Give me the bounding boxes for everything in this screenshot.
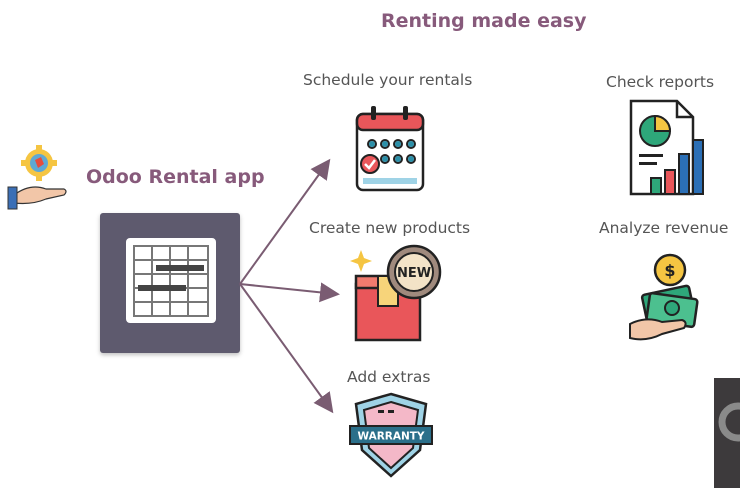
feature-label-schedule: Schedule your rentals — [303, 71, 473, 89]
rental-grid-icon — [126, 238, 216, 323]
rental-app-tile[interactable] — [100, 213, 240, 353]
revenue-hand-icon: $ — [626, 250, 710, 346]
page-title: Renting made easy — [381, 10, 587, 32]
feature-label-extras: Add extras — [347, 368, 431, 386]
new-badge-text: NEW — [397, 266, 431, 281]
cropped-thumbnail — [714, 378, 740, 488]
report-chart-icon — [625, 98, 709, 198]
feature-label-products: Create new products — [309, 219, 471, 237]
calendar-icon — [353, 104, 429, 194]
warranty-text: WARRANTY — [357, 431, 424, 443]
svg-text:$: $ — [664, 261, 675, 280]
app-title: Odoo Rental app — [86, 166, 265, 188]
new-product-box-icon: NEW — [350, 244, 446, 344]
warranty-shield-icon: WARRANTY — [348, 390, 434, 480]
feature-label-reports: Check reports — [606, 73, 715, 91]
hand-gear-icon — [6, 143, 70, 213]
feature-label-revenue: Analyze revenue — [599, 219, 729, 237]
